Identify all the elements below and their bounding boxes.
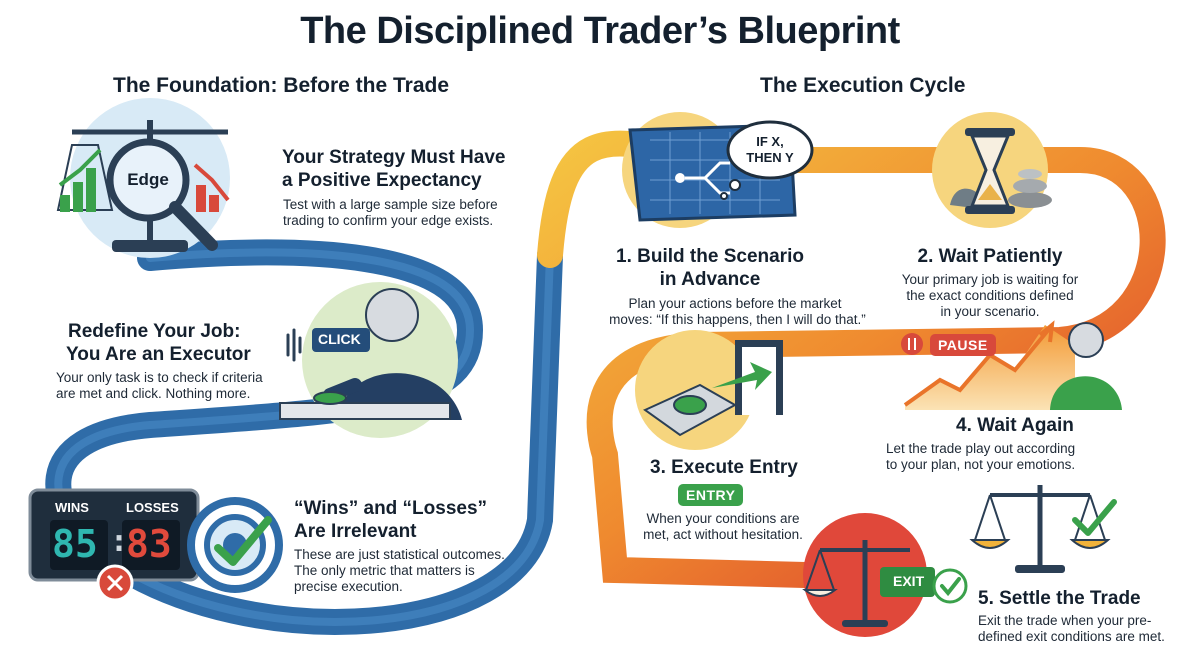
step1-body-1: Plan your actions before the market: [628, 296, 842, 311]
pause-tag: PAUSE: [930, 334, 996, 356]
executor-illustration: [279, 282, 462, 438]
click-tag: CLICK: [318, 331, 361, 347]
step2-title: 2. Wait Patiently: [917, 246, 1063, 267]
wins-value: 85: [52, 522, 98, 566]
losses-value: 83: [126, 522, 172, 566]
foundation-heading: The Foundation: Before the Trade: [113, 74, 450, 97]
executor-title-2: You Are an Executor: [66, 344, 251, 365]
executor-body-1: Your only task is to check if criteria: [56, 370, 263, 385]
settle-scale-illustration: [802, 485, 1117, 637]
bubble-line-1: IF X,: [756, 134, 784, 149]
winslosses-body-3: precise execution.: [294, 579, 403, 594]
step3-body-2: met, act without hesitation.: [643, 527, 803, 542]
executor-body-2: are met and click. Nothing more.: [56, 386, 251, 401]
step1-title-1: 1. Build the Scenario: [616, 246, 804, 267]
strategy-body-1: Test with a large sample size before: [283, 197, 498, 212]
step2-body-1: Your primary job is waiting for: [901, 272, 1079, 287]
winslosses-title-1: “Wins” and “Losses”: [294, 498, 488, 519]
step4-body-1: Let the trade play out according: [886, 441, 1076, 456]
execution-path: [537, 130, 1166, 588]
step3-body-1: When your conditions are: [646, 511, 800, 526]
exit-tag: EXIT: [893, 573, 925, 589]
target-illustration: [187, 497, 283, 593]
step1-title-2: in Advance: [659, 269, 761, 290]
executor-title-1: Redefine Your Job:: [68, 321, 241, 342]
edge-scale-illustration: [56, 98, 230, 258]
strategy-title-2: a Positive Expectancy: [282, 170, 482, 191]
entry-illustration: [635, 330, 783, 450]
hourglass-illustration: [932, 112, 1052, 228]
step5-title: 5. Settle the Trade: [978, 588, 1141, 609]
scoreboard-illustration: [28, 488, 200, 602]
winslosses-title-2: Are Irrelevant: [294, 521, 417, 542]
score-separator: :: [110, 524, 129, 559]
bubble-line-2: THEN Y: [746, 150, 794, 165]
step4-body-2: to your plan, not your emotions.: [886, 457, 1076, 472]
edge-badge: Edge: [127, 170, 169, 189]
losses-label: LOSSES: [126, 500, 179, 515]
entry-tag: ENTRY: [678, 484, 744, 506]
step5-body-1: Exit the trade when your pre-: [978, 613, 1152, 628]
wait-again-illustration: [901, 320, 1122, 410]
step4-title: 4. Wait Again: [956, 415, 1074, 436]
winslosses-body-2: The only metric that matters is: [294, 563, 475, 578]
step1-body-2: moves: “If this happens, then I will do …: [609, 312, 866, 327]
blueprint-illustration: [622, 112, 814, 228]
step2-body-2: the exact conditions defined: [906, 288, 1074, 303]
step2-body-3: in your scenario.: [940, 304, 1040, 319]
strategy-title-1: Your Strategy Must Have: [282, 147, 506, 168]
page-title: The Disciplined Trader’s Blueprint: [300, 10, 900, 52]
execution-heading: The Execution Cycle: [760, 74, 966, 97]
step3-title: 3. Execute Entry: [650, 457, 798, 478]
wins-label: WINS: [55, 500, 89, 515]
strategy-body-2: trading to confirm your edge exists.: [283, 213, 494, 228]
winslosses-body-1: These are just statistical outcomes.: [294, 547, 505, 562]
step5-body-2: defined exit conditions are met.: [978, 629, 1165, 644]
